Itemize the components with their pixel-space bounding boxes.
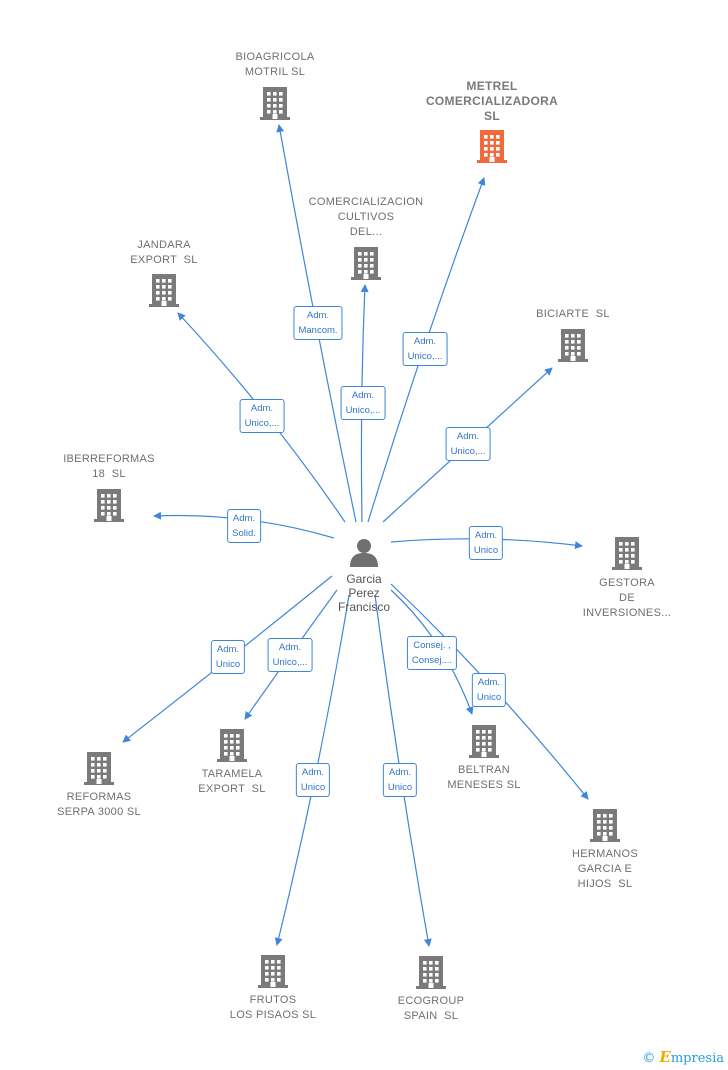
building-icon[interactable] bbox=[94, 488, 124, 527]
building-icon[interactable] bbox=[416, 955, 446, 994]
relation-label-frutos[interactable]: Adm. Unico bbox=[295, 763, 331, 797]
company-label-ecogroup[interactable]: ECOGROUP SPAIN SL bbox=[397, 995, 465, 1022]
building-icon[interactable] bbox=[558, 328, 588, 367]
building-icon[interactable] bbox=[258, 954, 288, 993]
brand-initial: E bbox=[659, 1048, 671, 1066]
company-label-gestora[interactable]: GESTORA DE INVERSIONES... bbox=[582, 577, 672, 619]
company-label-taramela[interactable]: TARAMELA EXPORT SL bbox=[198, 768, 266, 795]
relation-label-metrel[interactable]: Adm. Unico,... bbox=[402, 332, 448, 366]
building-icon[interactable] bbox=[260, 86, 290, 125]
company-label-beltran[interactable]: BELTRAN MENESES SL bbox=[447, 764, 521, 791]
relation-label-comercializacion[interactable]: Adm. Unico,... bbox=[340, 386, 386, 420]
company-label-hermanos[interactable]: HERMANOS GARCIA E HIJOS SL bbox=[572, 848, 638, 890]
company-label-comercializacion[interactable]: COMERCIALIZACION CULTIVOS DEL... bbox=[308, 196, 424, 238]
company-label-jandara[interactable]: JANDARA EXPORT SL bbox=[130, 239, 198, 266]
relation-label-jandara[interactable]: Adm. Unico,... bbox=[239, 399, 285, 433]
relation-label-iberreformas[interactable]: Adm. Solid. bbox=[227, 509, 261, 543]
person-icon[interactable] bbox=[349, 537, 379, 572]
person-name[interactable]: Garcia Perez Francisco bbox=[337, 572, 391, 614]
company-label-reformas[interactable]: REFORMAS SERPA 3000 SL bbox=[57, 791, 141, 818]
relation-label-bioagricola[interactable]: Adm. Mancom. bbox=[293, 306, 343, 340]
company-label-iberreformas[interactable]: IBERREFORMAS 18 SL bbox=[63, 453, 155, 480]
company-label-bioagricola[interactable]: BIOAGRICOLA MOTRIL SL bbox=[235, 51, 315, 78]
relation-label-beltran[interactable]: Consej. , Consej.... bbox=[406, 636, 458, 670]
company-label-metrel[interactable]: METREL COMERCIALIZADORA SL bbox=[425, 79, 559, 123]
building-icon[interactable] bbox=[590, 808, 620, 847]
building-icon[interactable] bbox=[612, 536, 642, 575]
relation-label-ecogroup[interactable]: Adm. Unico bbox=[382, 763, 418, 797]
company-label-biciarte[interactable]: BICIARTE SL bbox=[536, 308, 610, 320]
building-icon[interactable] bbox=[149, 273, 179, 312]
building-icon[interactable] bbox=[469, 724, 499, 763]
brand-name: mpresia bbox=[670, 1051, 724, 1066]
building-icon[interactable] bbox=[84, 751, 114, 790]
empresia-watermark: ©Empresia bbox=[642, 1048, 724, 1066]
relation-label-hermanos[interactable]: Adm. Unico bbox=[471, 673, 507, 707]
copyright-symbol: © bbox=[642, 1051, 656, 1066]
relation-label-reformas[interactable]: Adm. Unico bbox=[210, 640, 246, 674]
relation-label-biciarte[interactable]: Adm. Unico,... bbox=[445, 427, 491, 461]
relation-label-gestora[interactable]: Adm. Unico bbox=[468, 526, 504, 560]
company-label-frutos[interactable]: FRUTOS LOS PISAOS SL bbox=[229, 994, 317, 1021]
building-icon[interactable] bbox=[351, 246, 381, 285]
relation-label-taramela[interactable]: Adm. Unico,... bbox=[267, 638, 313, 672]
building-icon[interactable] bbox=[217, 728, 247, 767]
building-icon[interactable] bbox=[477, 129, 507, 168]
